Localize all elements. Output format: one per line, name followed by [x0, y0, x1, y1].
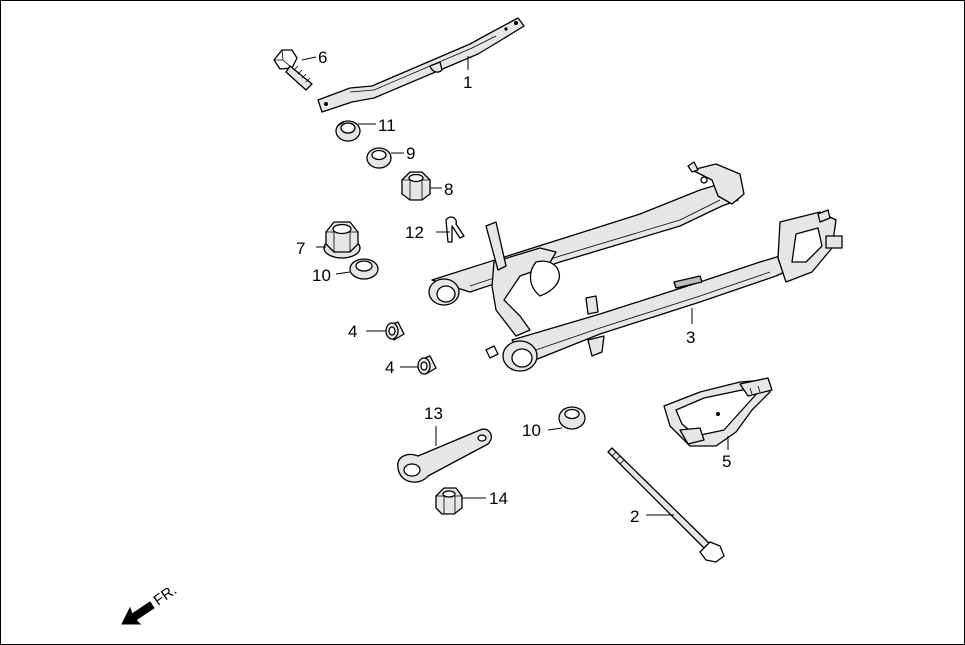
callout-2: 2	[630, 507, 639, 526]
part-reinforcement-bar	[317, 17, 525, 113]
callout-labels: 1 2 3 4 4 5 6 7 8 9 10 10 11 12 13 14	[296, 48, 731, 526]
leader-lines	[301, 56, 729, 516]
callout-6: 6	[318, 48, 327, 67]
callout-8: 8	[444, 180, 453, 199]
front-label: FR.	[151, 581, 181, 609]
callout-9: 9	[406, 144, 415, 163]
callout-3: 3	[686, 328, 695, 347]
front-indicator: FR.	[121, 581, 181, 625]
part-cotter-pin-12	[445, 216, 465, 243]
part-chain-guide-5	[663, 377, 773, 447]
callout-14: 14	[489, 489, 508, 508]
callout-1: 1	[463, 73, 472, 92]
part-flange-nut-7	[323, 221, 361, 259]
part-bushing-4-lower	[417, 355, 437, 375]
part-bushing-4-upper	[385, 321, 405, 341]
part-bolt-6	[273, 49, 313, 91]
callout-5: 5	[722, 452, 731, 471]
part-link-plate-13	[397, 428, 492, 483]
callout-11: 11	[378, 116, 396, 135]
part-nut-14	[435, 487, 463, 515]
part-washer-10-upper	[349, 258, 379, 280]
callout-7: 7	[296, 239, 305, 258]
callout-4-upper: 4	[348, 322, 357, 341]
callout-13: 13	[424, 404, 443, 423]
callout-12: 12	[405, 223, 424, 242]
part-washer-9	[366, 147, 392, 169]
front-arrow-icon	[121, 601, 155, 625]
part-nut-8	[401, 171, 431, 201]
part-spring-washer-11	[335, 120, 361, 142]
part-swing-arm	[428, 161, 843, 372]
callout-10-lower: 10	[522, 421, 541, 440]
part-washer-10-lower	[558, 406, 586, 430]
callout-10-upper: 10	[312, 266, 331, 285]
callout-4-lower: 4	[385, 358, 394, 377]
part-long-bolt-2	[607, 447, 725, 563]
